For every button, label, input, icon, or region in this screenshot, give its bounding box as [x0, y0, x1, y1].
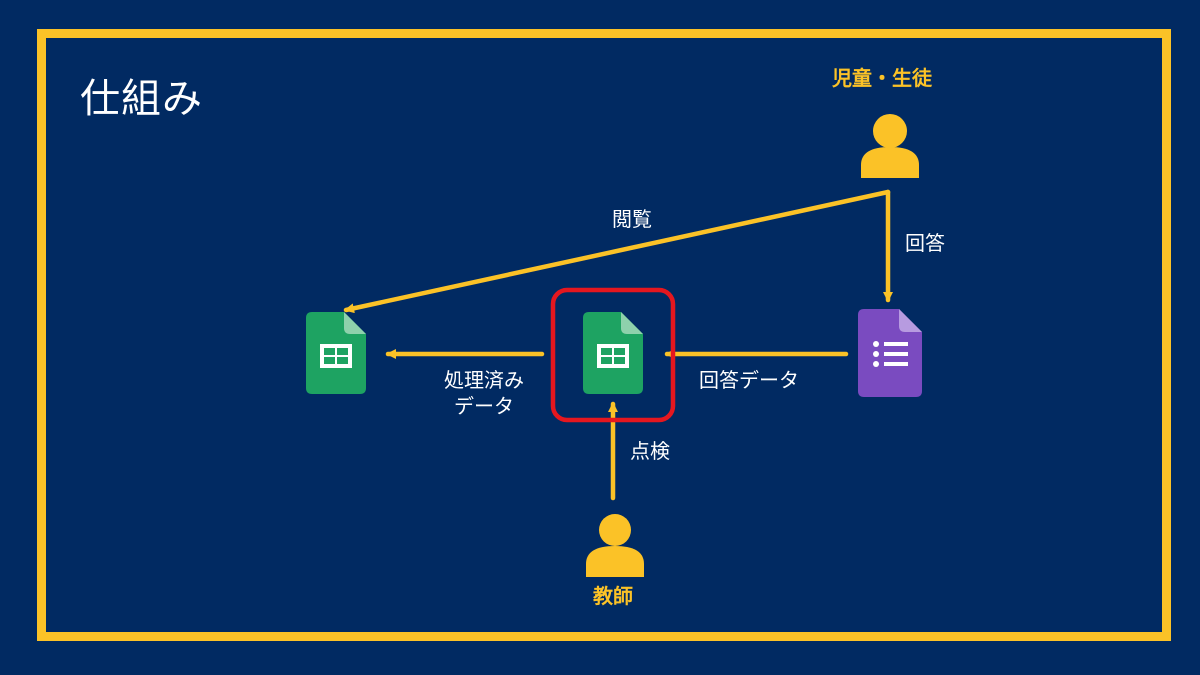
- student-label: 児童・生徒: [832, 66, 932, 90]
- answer-sheet-icon: [583, 312, 643, 394]
- arrow-view: [343, 189, 891, 314]
- processed-sheet-icon: [306, 312, 366, 394]
- student-person-icon: [861, 114, 919, 178]
- view-label: 閲覧: [612, 207, 652, 231]
- processed-data-label-line1: 処理済み: [444, 368, 524, 392]
- teacher-person-icon: [586, 514, 644, 577]
- page-title: 仕組み: [80, 76, 203, 122]
- answer-data-label: 回答データ: [699, 368, 799, 392]
- processed-data-label-line2: データ: [454, 394, 514, 418]
- teacher-label: 教師: [593, 584, 633, 608]
- slide-border: [37, 29, 1171, 641]
- highlight-box: [550, 287, 676, 423]
- forms-icon: [858, 309, 922, 397]
- inspect-label: 点検: [630, 439, 670, 463]
- processed-data-label: 処理済み データ: [436, 367, 532, 419]
- answer-label: 回答: [905, 231, 945, 255]
